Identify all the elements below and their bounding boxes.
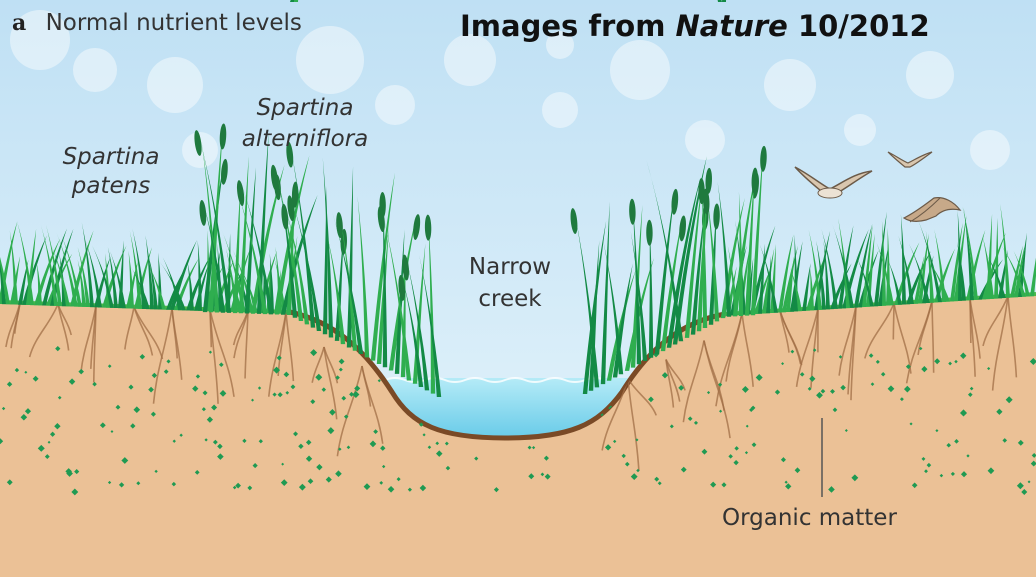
attribution-journal: Nature bbox=[676, 9, 788, 43]
label-narrow-creek: Narrow creek bbox=[455, 251, 565, 315]
panel-letter: a bbox=[12, 10, 26, 36]
root bbox=[893, 303, 894, 339]
attribution-issue: 10/2012 bbox=[788, 9, 930, 43]
label-spartina-patens: Spartina patens bbox=[56, 143, 166, 201]
panel-title: Normal nutrient levels bbox=[46, 10, 302, 36]
label-narrow-creek-line2: creek bbox=[478, 286, 541, 312]
label-narrow-creek-line1: Narrow bbox=[469, 254, 551, 280]
label-organic-matter: Organic matter bbox=[722, 505, 897, 533]
root bbox=[970, 298, 971, 343]
label-spartina-alterniflora-genus: Spartina bbox=[257, 95, 354, 121]
label-spartina-alterniflora: Spartina alterniflora bbox=[230, 93, 380, 155]
label-spartina-patens-species: patens bbox=[72, 173, 150, 199]
grass-blade bbox=[722, 0, 727, 2]
label-spartina-patens-genus: Spartina bbox=[63, 144, 160, 170]
attribution-prefix: Images from bbox=[460, 9, 676, 43]
label-spartina-alterniflora-species: alterniflora bbox=[242, 126, 369, 152]
attribution-title: Images from Nature 10/2012 bbox=[460, 9, 930, 44]
panel-header: a Normal nutrient levels bbox=[12, 10, 302, 38]
